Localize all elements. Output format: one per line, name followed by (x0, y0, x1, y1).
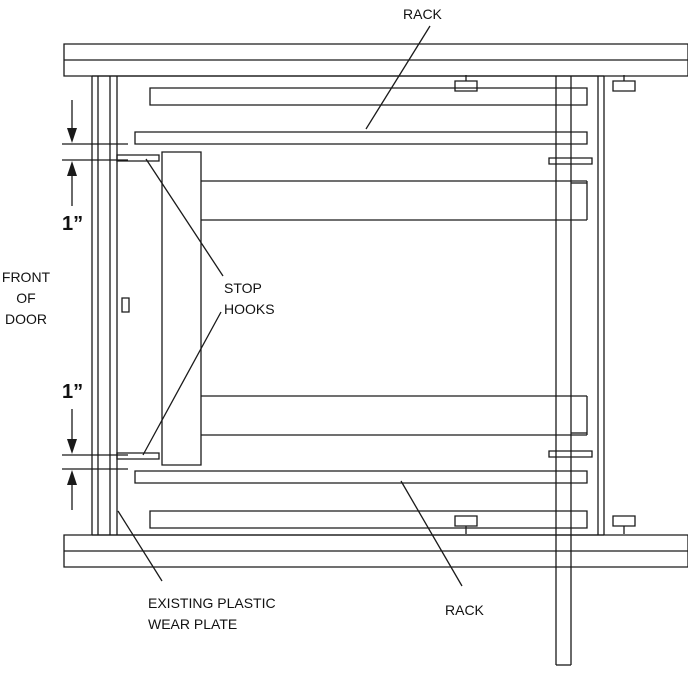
leader-stop-hook-top (146, 159, 223, 276)
clamp-top-left (455, 75, 477, 91)
door-frame-right (92, 76, 604, 535)
dimension-lines-bottom (62, 409, 128, 510)
shaft-crossbar-top (549, 158, 592, 164)
dimension-lines-top (62, 100, 128, 206)
stop-hook-top (117, 155, 159, 161)
pusher-arm-upper (201, 181, 587, 220)
rack-bar-bottom-inner (135, 471, 587, 483)
arrow-up-top (67, 161, 77, 176)
leader-rack-bottom (401, 481, 462, 586)
pusher-plate (162, 152, 201, 465)
dimension-label-bottom: 1” (62, 381, 84, 403)
stop-hook-bottom (117, 453, 159, 459)
label-front: FRONT (1, 269, 51, 285)
dimension-label-top: 1” (62, 213, 84, 235)
label-existing-plastic: EXISTING PLASTIC (148, 595, 276, 611)
label-of: OF (16, 290, 36, 306)
label-door: DOOR (5, 311, 47, 327)
rack-bar-top-outer (150, 88, 587, 105)
clamp-bottom-right (613, 516, 635, 534)
arrow-down-bottom (67, 439, 77, 454)
label-hooks: HOOKS (224, 301, 275, 317)
label-stop: STOP (224, 280, 262, 296)
label-stop-hooks: STOP HOOKS (224, 278, 275, 320)
label-rack-bottom: RACK (445, 602, 484, 618)
leader-rack-top (366, 26, 430, 129)
label-wear-plate: EXISTING PLASTIC WEAR PLATE (148, 593, 276, 635)
leader-stop-hook-bottom (143, 312, 221, 455)
label-front-of-door: FRONT OF DOOR (0, 267, 52, 330)
arrow-up-bottom (67, 470, 77, 485)
shaft-crossbar-bottom (549, 451, 592, 457)
label-rack-top: RACK (403, 6, 442, 22)
rack-bar-bottom-outer (150, 511, 587, 528)
label-wear-plate-text: WEAR PLATE (148, 616, 238, 632)
pusher-arm-lower (201, 396, 587, 435)
rack-bar-top-inner (135, 132, 587, 144)
door-frame-left (92, 76, 117, 535)
leader-wear-plate (118, 511, 162, 581)
arrow-down-top (67, 128, 77, 143)
clamp-bottom-left (455, 516, 477, 534)
small-latch-box (122, 298, 129, 312)
clamp-top-right (613, 75, 635, 91)
vertical-shaft (556, 76, 571, 665)
